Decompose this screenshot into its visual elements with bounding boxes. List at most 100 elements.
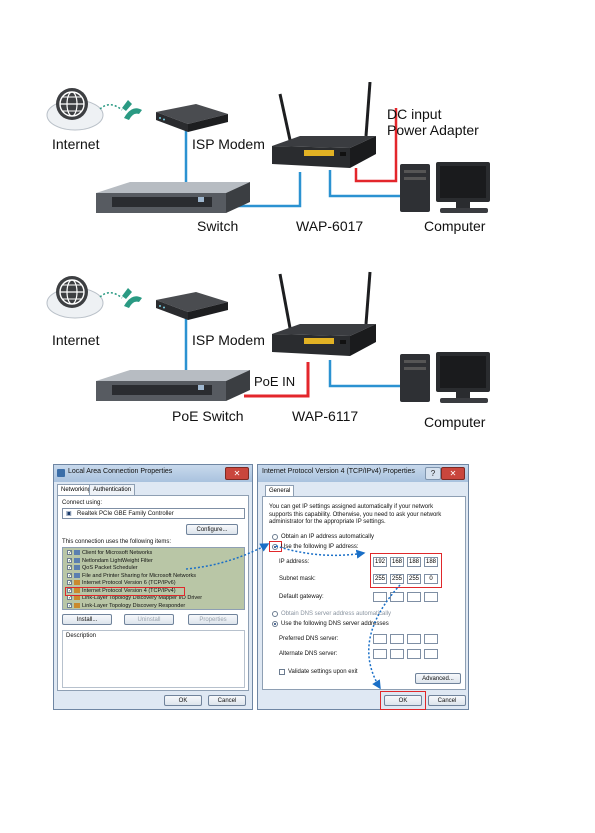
description-group: Description: [62, 630, 245, 688]
pref-dns-octet-1[interactable]: [373, 634, 387, 644]
configure-button[interactable]: Configure...: [186, 524, 238, 535]
network-icon: [57, 469, 65, 477]
alternate-dns-label: Alternate DNS server:: [279, 651, 338, 657]
protocol-icon: [74, 580, 80, 586]
ip-octet-4[interactable]: 188: [424, 557, 438, 567]
intro-line-1: You can get IP settings assigned automat…: [269, 504, 434, 510]
isp-modem-label: ISP Modem: [192, 332, 265, 348]
ip-octet-2[interactable]: 168: [390, 557, 404, 567]
close-button[interactable]: ✕: [225, 467, 249, 480]
list-item[interactable]: ✓Link-Layer Topology Discovery Mapper I/…: [67, 595, 203, 602]
ok-button[interactable]: OK: [384, 695, 422, 706]
close-button[interactable]: ✕: [441, 467, 465, 480]
ipv4-title-bar[interactable]: Internet Protocol Version 4 (TCP/IPv4) P…: [258, 465, 468, 482]
item-checkbox[interactable]: ✓: [67, 572, 73, 579]
phone-line-icon: [99, 100, 142, 120]
obtain-dns-auto-radio[interactable]: [272, 611, 278, 617]
obtain-ip-auto-radio[interactable]: [272, 534, 278, 540]
items-list: ✓Client for Microsoft Networks ✓Netlonda…: [62, 547, 245, 610]
internet-cloud-icon: [46, 276, 104, 319]
mask-octet-1[interactable]: 255: [373, 574, 387, 584]
mask-octet-2[interactable]: 255: [390, 574, 404, 584]
obtain-ip-auto-label: Obtain an IP address automatically: [281, 534, 374, 540]
network-diagram-2: Internet ISP Modem PoE IN PoE Switch WAP…: [0, 270, 595, 440]
validate-checkbox[interactable]: [279, 669, 285, 675]
computer-icon: [400, 162, 490, 213]
diagram-1-graphics: [46, 81, 490, 213]
lac-title-bar[interactable]: Local Area Connection Properties ✕: [54, 465, 252, 482]
poe-switch-label: PoE Switch: [172, 408, 244, 424]
switch-icon: [96, 182, 250, 213]
mask-octet-4[interactable]: 0: [424, 574, 438, 584]
cancel-button[interactable]: Cancel: [208, 695, 246, 706]
ip-octet-3[interactable]: 188: [407, 557, 421, 567]
ip-address-label: IP address:: [279, 559, 310, 565]
cancel-button[interactable]: Cancel: [428, 695, 466, 706]
install-button[interactable]: Install...: [62, 614, 112, 625]
tab-general[interactable]: General: [265, 485, 295, 497]
ap-model-label: WAP-6017: [296, 218, 364, 234]
properties-button[interactable]: Properties: [188, 614, 238, 625]
item-checkbox[interactable]: ✓: [67, 595, 73, 602]
item-checkbox[interactable]: ✓: [67, 550, 73, 557]
alt-dns-octet-1[interactable]: [373, 649, 387, 659]
gateway-octet-1[interactable]: [373, 592, 387, 602]
item-checkbox[interactable]: ✓: [67, 557, 73, 564]
uninstall-button[interactable]: Uninstall: [124, 614, 174, 625]
list-item[interactable]: ✓Link-Layer Topology Discovery Responder: [67, 602, 186, 609]
item-checkbox[interactable]: ✓: [67, 565, 73, 572]
item-checkbox[interactable]: ✓: [67, 602, 73, 609]
alt-dns-octet-4[interactable]: [424, 649, 438, 659]
diagram-2-graphics: [46, 271, 490, 403]
network-diagram-1: Internet ISP Modem Switch WAP-6017 Compu…: [0, 81, 595, 252]
internet-cloud-icon: [46, 88, 104, 131]
gateway-octet-2[interactable]: [390, 592, 404, 602]
mask-octet-3[interactable]: 255: [407, 574, 421, 584]
pref-dns-octet-4[interactable]: [424, 634, 438, 644]
help-button[interactable]: ?: [425, 467, 441, 480]
ipv4-properties-dialog: Internet Protocol Version 4 (TCP/IPv4) P…: [257, 464, 469, 710]
client-icon: [74, 550, 80, 556]
alt-dns-octet-2[interactable]: [390, 649, 404, 659]
alt-dns-octet-3[interactable]: [407, 649, 421, 659]
list-item[interactable]: ✓QoS Packet Scheduler: [67, 565, 138, 572]
tab-authentication[interactable]: Authentication: [89, 484, 136, 496]
ok-button[interactable]: OK: [164, 695, 202, 706]
filter-icon: [74, 557, 80, 563]
internet-label: Internet: [52, 332, 100, 348]
access-point-icon: [272, 271, 376, 356]
computer-label: Computer: [424, 414, 486, 430]
use-following-ip-label: Use the following IP address:: [281, 544, 359, 550]
ap-computer-cable: [328, 360, 400, 388]
internet-label: Internet: [52, 136, 100, 152]
list-item[interactable]: ✓Client for Microsoft Networks: [67, 550, 153, 557]
advanced-button[interactable]: Advanced...: [415, 673, 461, 684]
description-label: Description: [66, 633, 97, 639]
item-checkbox[interactable]: ✓: [67, 580, 73, 587]
adapter-name: Realtek PCIe GBE Family Controller: [77, 511, 174, 517]
list-item[interactable]: ✓Internet Protocol Version 6 (TCP/IPv6): [67, 580, 176, 587]
switch-ap-cable: [228, 172, 302, 208]
ap-model-label: WAP-6117: [292, 408, 359, 424]
ip-octet-1[interactable]: 192: [373, 557, 387, 567]
file-sharing-icon: [74, 572, 80, 578]
list-item-ipv4[interactable]: ✓Internet Protocol Version 4 (TCP/IPv4): [67, 587, 176, 594]
gateway-octet-3[interactable]: [407, 592, 421, 602]
poe-in-label: PoE IN: [254, 374, 296, 389]
use-dns-label: Use the following DNS server addresses: [281, 621, 389, 627]
obtain-dns-auto-label: Obtain DNS server address automatically: [281, 611, 392, 617]
items-label: This connection uses the following items…: [62, 539, 172, 545]
list-item[interactable]: ✓Netlondam LightWeight Filter: [67, 557, 153, 564]
protocol-icon: [74, 602, 80, 608]
list-item[interactable]: ✓File and Printer Sharing for Microsoft …: [67, 572, 197, 579]
pref-dns-octet-3[interactable]: [407, 634, 421, 644]
item-checkbox[interactable]: ✓: [67, 587, 73, 594]
lac-networking-panel: Connect using: ▣ Realtek PCIe GBE Family…: [57, 495, 249, 691]
computer-label: Computer: [424, 218, 486, 234]
subnet-mask-label: Subnet mask:: [279, 576, 316, 582]
default-gateway-label: Default gateway:: [279, 594, 324, 600]
pref-dns-octet-2[interactable]: [390, 634, 404, 644]
use-dns-radio[interactable]: [272, 621, 278, 627]
poe-switch-icon: [96, 370, 250, 401]
gateway-octet-4[interactable]: [424, 592, 438, 602]
